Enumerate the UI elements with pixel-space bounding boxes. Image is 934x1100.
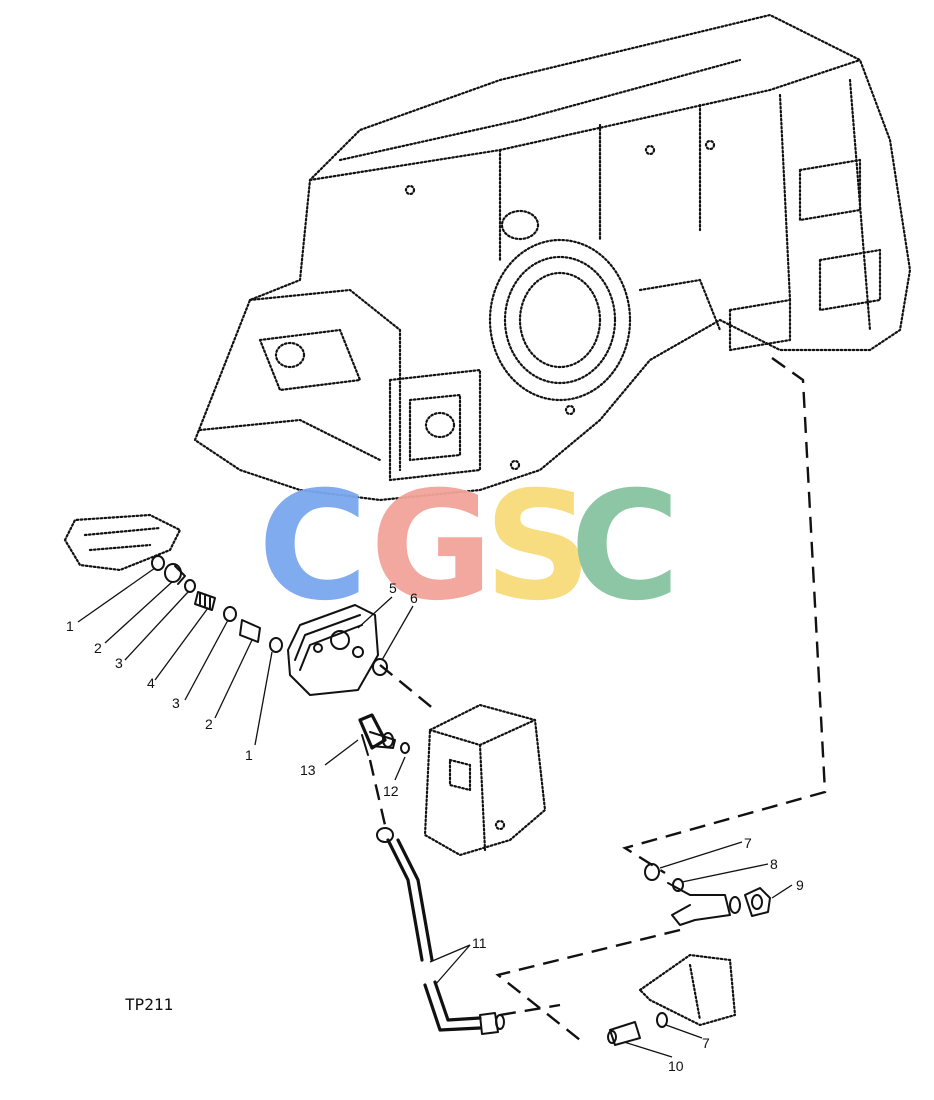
callout-7a: 7 bbox=[744, 835, 752, 851]
callout-2b: 2 bbox=[205, 716, 213, 732]
figure-reference: TP211 bbox=[125, 995, 173, 1014]
watermark-letter-3: S bbox=[484, 460, 592, 634]
callout-1a: 1 bbox=[66, 618, 74, 634]
callout-3b: 3 bbox=[172, 695, 180, 711]
watermark-letter-1: C bbox=[258, 460, 368, 634]
callout-10: 10 bbox=[668, 1058, 684, 1074]
engine-block bbox=[193, 13, 912, 502]
callout-13: 13 bbox=[300, 762, 316, 778]
elbow-fitting bbox=[358, 713, 410, 756]
bottom-fitting bbox=[607, 1012, 668, 1046]
callout-11: 11 bbox=[472, 935, 487, 951]
callout-5: 5 bbox=[389, 580, 397, 596]
lower-bracket bbox=[638, 953, 737, 1027]
callout-numbers: 1 2 3 4 3 2 1 5 6 13 12 7 8 9 11 10 7 bbox=[66, 580, 804, 1074]
adapter-plate bbox=[287, 604, 388, 696]
callout-1b: 1 bbox=[245, 747, 253, 763]
watermark-letter-2: G bbox=[370, 460, 493, 634]
callout-7b: 7 bbox=[702, 1035, 710, 1051]
callout-2a: 2 bbox=[94, 640, 102, 656]
mount-bracket bbox=[63, 513, 182, 572]
watermark-letter-4: C bbox=[570, 460, 680, 634]
callout-6: 6 bbox=[410, 590, 418, 606]
callout-8: 8 bbox=[770, 856, 778, 872]
fitting-stack bbox=[151, 555, 283, 653]
oil-line bbox=[376, 827, 505, 1035]
callout-3a: 3 bbox=[115, 655, 123, 671]
tee-fitting bbox=[644, 863, 771, 926]
watermark: C G S C bbox=[258, 460, 680, 634]
callout-9: 9 bbox=[796, 877, 804, 893]
hose-routes bbox=[368, 357, 827, 1041]
leader-lines bbox=[77, 567, 793, 1058]
callout-4: 4 bbox=[147, 675, 155, 691]
filter-base bbox=[423, 703, 547, 857]
callout-12: 12 bbox=[383, 783, 399, 799]
